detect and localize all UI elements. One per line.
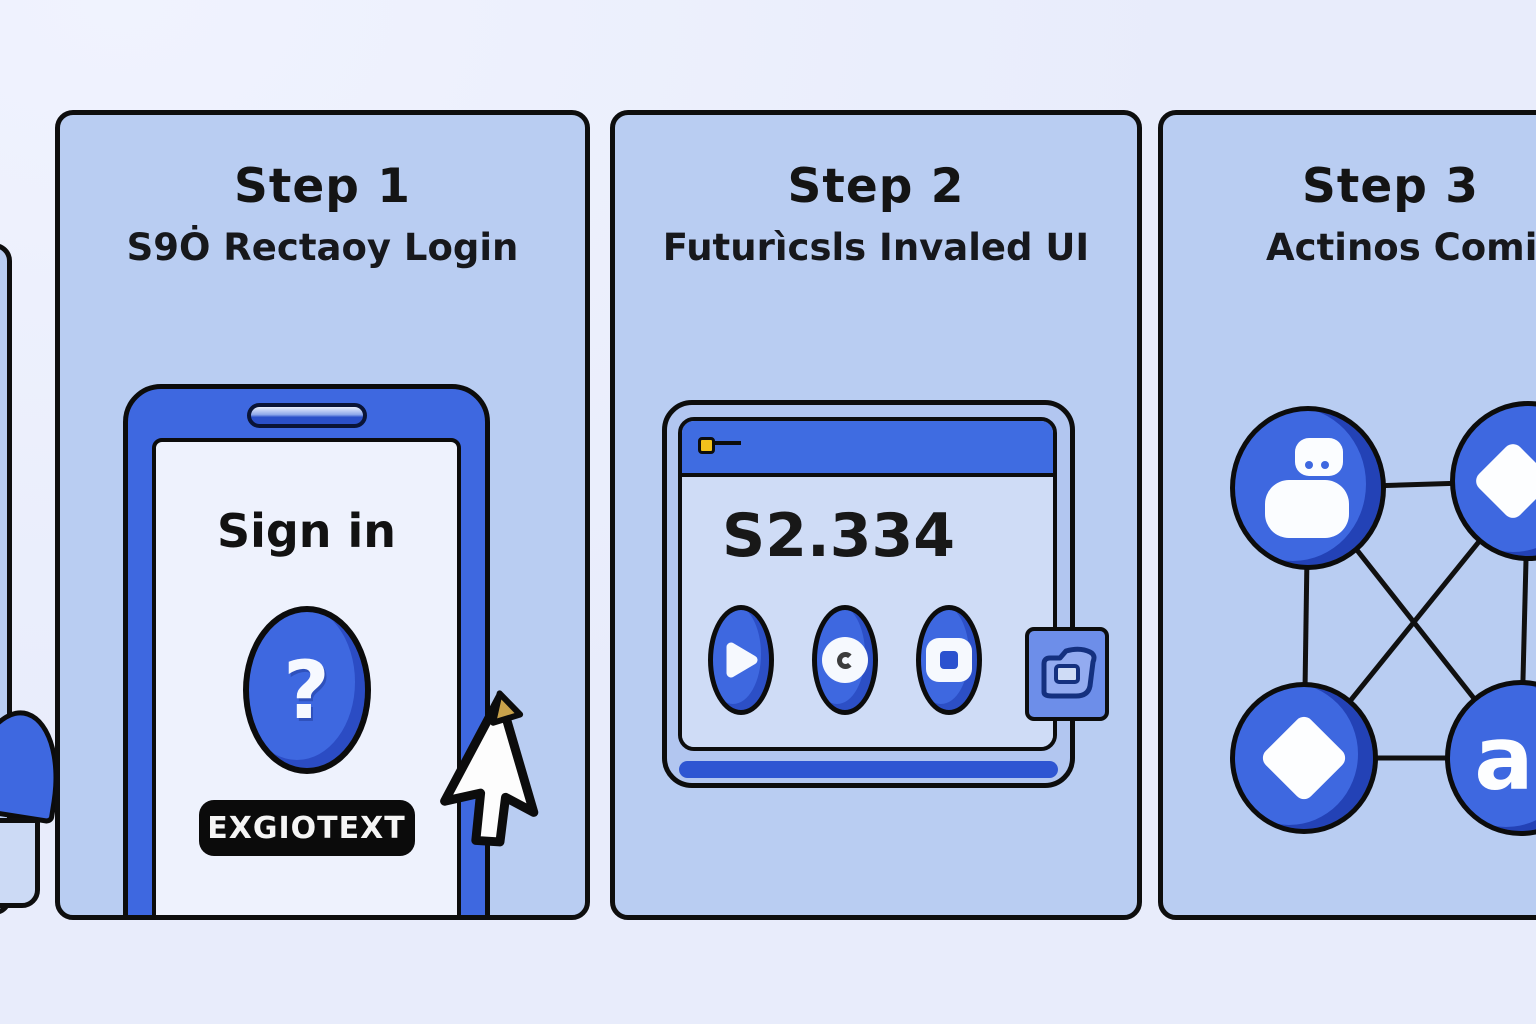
phone-illustration: Sign in ? EXGIOTEXT <box>123 384 490 915</box>
network-node-person <box>1230 406 1386 570</box>
window-frame: S2.334 <box>678 417 1057 751</box>
step-3-title: Step 3 <box>1302 159 1479 214</box>
flag-icon <box>698 437 741 454</box>
play-icon <box>726 642 758 678</box>
folder-icon[interactable] <box>1025 627 1109 721</box>
step-2-subtitle: Futurìcsls Invaled UI <box>662 226 1090 269</box>
diamond-icon <box>1471 439 1536 523</box>
step-3-card: Step 3 Actinos Comin a <box>1158 110 1536 920</box>
window-titlebar <box>682 421 1053 477</box>
window-value: S2.334 <box>722 501 955 571</box>
step-1-card: Step 1 S9Ȯ Rectaoy Login Sign in ? EXGIO… <box>55 110 590 920</box>
diamond-icon <box>1258 712 1350 804</box>
play-button[interactable] <box>708 605 774 715</box>
media-controls <box>708 605 982 715</box>
step-2-title: Step 2 <box>787 159 965 214</box>
question-button[interactable]: ? <box>242 606 371 774</box>
window-content: S2.334 <box>682 477 1053 747</box>
record-button[interactable] <box>812 605 878 715</box>
stop-icon <box>926 638 972 682</box>
cursor-icon <box>440 690 539 847</box>
phone-screen: Sign in ? EXGIOTEXT <box>152 438 461 915</box>
phone-speaker <box>246 403 367 428</box>
network-node-diamond-bottom <box>1230 682 1378 834</box>
browser-window: S2.334 <box>662 400 1075 788</box>
login-badge: EXGIOTEXT <box>198 800 415 856</box>
step-1-title: Step 1 <box>234 159 411 214</box>
step-1-subtitle: S9Ȯ Rectaoy Login <box>126 226 519 269</box>
question-mark-icon: ? <box>283 643 330 737</box>
step-2-card: Step 2 Futurìcsls Invaled UI S2.334 <box>610 110 1142 920</box>
window-bottom-rim <box>679 761 1058 778</box>
letter-glyph: a <box>1474 706 1534 810</box>
record-icon <box>822 637 868 683</box>
partial-rect-shape <box>0 818 40 908</box>
person-icon <box>1265 438 1351 538</box>
sign-in-label: Sign in <box>216 504 397 558</box>
stop-button[interactable] <box>916 605 982 715</box>
step-3-subtitle: Actinos Comin <box>1266 226 1536 269</box>
